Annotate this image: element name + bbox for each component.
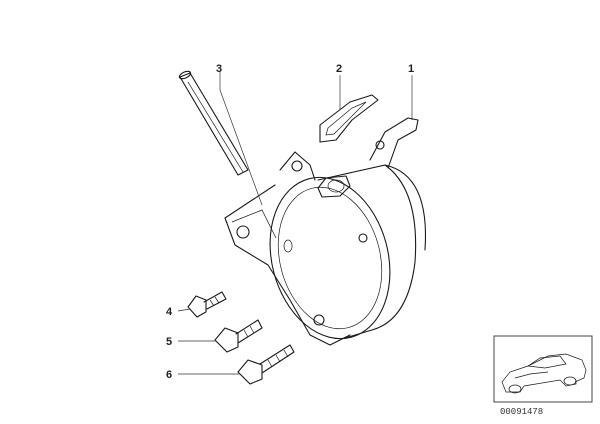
part-5-bolt	[214, 319, 263, 353]
callout-3: 3	[216, 63, 222, 75]
callout-1: 1	[408, 63, 414, 75]
vehicle-inset	[493, 335, 593, 403]
document-number: 00091478	[500, 407, 543, 417]
leader-lines	[177, 72, 413, 375]
callout-5: 5	[166, 336, 172, 348]
part-3-tube	[178, 70, 249, 176]
part-4-bolt	[187, 291, 227, 318]
part-2-gasket	[319, 94, 379, 143]
part-6-bolt	[237, 344, 295, 385]
callout-6: 6	[166, 369, 172, 381]
car-thumbnail-icon	[501, 353, 587, 394]
part-1-housing	[224, 117, 427, 346]
callout-4: 4	[166, 306, 173, 318]
callout-2: 2	[336, 63, 342, 75]
